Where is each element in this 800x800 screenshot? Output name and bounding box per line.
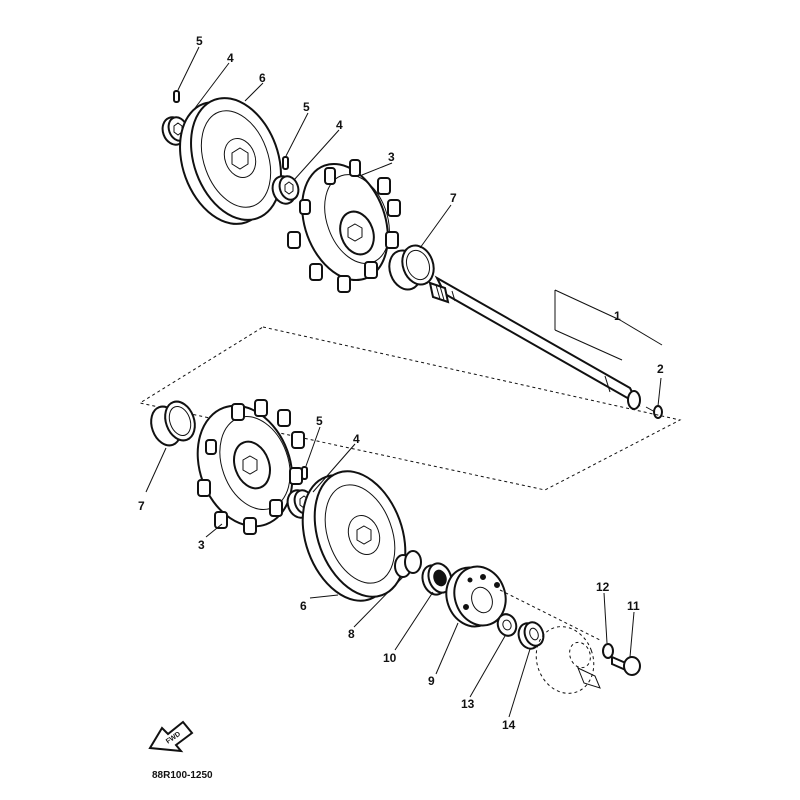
part-6-wheel-top xyxy=(179,97,282,225)
part-9-flange-plate xyxy=(445,565,507,628)
drawing-code: 88R100-1250 xyxy=(152,770,213,781)
callout-4-bottom: 4 xyxy=(353,432,360,446)
fwd-arrow-icon: FWD xyxy=(148,720,194,753)
part-8-spacer xyxy=(394,550,422,578)
part-3-sprocket-top xyxy=(287,159,401,293)
callout-10: 10 xyxy=(383,651,397,665)
callout-7-bottom: 7 xyxy=(138,499,145,513)
part-11-bolt xyxy=(611,655,641,676)
callout-4-top-left: 4 xyxy=(227,51,234,65)
callout-6-bottom: 6 xyxy=(300,599,307,613)
part-3-sprocket-bottom xyxy=(196,399,305,535)
mating-housing-reference xyxy=(535,626,601,694)
callout-8: 8 xyxy=(348,627,355,641)
callout-11: 11 xyxy=(627,599,640,613)
part-2-shaft-end xyxy=(627,390,663,419)
callout-5-bottom: 5 xyxy=(316,414,323,428)
part-7-collar-bottom xyxy=(150,400,196,447)
callout-6-top: 6 xyxy=(259,71,266,85)
part-10-bearing xyxy=(421,562,453,596)
callout-7-top: 7 xyxy=(450,191,457,205)
callout-3-bottom: 3 xyxy=(198,538,205,552)
callout-5-top-left: 5 xyxy=(196,34,203,48)
part-6-wheel-bottom xyxy=(301,470,407,602)
callout-1: 1 xyxy=(614,309,621,323)
callout-14: 14 xyxy=(502,718,516,732)
part-4-bushing-top-mid xyxy=(271,175,300,205)
callout-2: 2 xyxy=(657,362,664,376)
part-7-collar-top xyxy=(388,244,435,291)
part-1-drive-shaft xyxy=(428,275,641,407)
part-13-washer xyxy=(496,613,518,637)
part-5-clip-top-mid xyxy=(282,156,289,170)
part-14-nut xyxy=(517,621,545,650)
callout-5-top-mid: 5 xyxy=(303,100,310,114)
callout-3-top: 3 xyxy=(388,150,395,164)
part-5-clip-bottom xyxy=(301,466,308,480)
part-5-clip-top-left xyxy=(173,90,180,103)
callout-12: 12 xyxy=(596,580,610,594)
callout-13: 13 xyxy=(461,697,475,711)
callout-4-top-mid: 4 xyxy=(336,118,343,132)
part-12-lock-washer xyxy=(602,643,614,659)
callout-9: 9 xyxy=(428,674,435,688)
